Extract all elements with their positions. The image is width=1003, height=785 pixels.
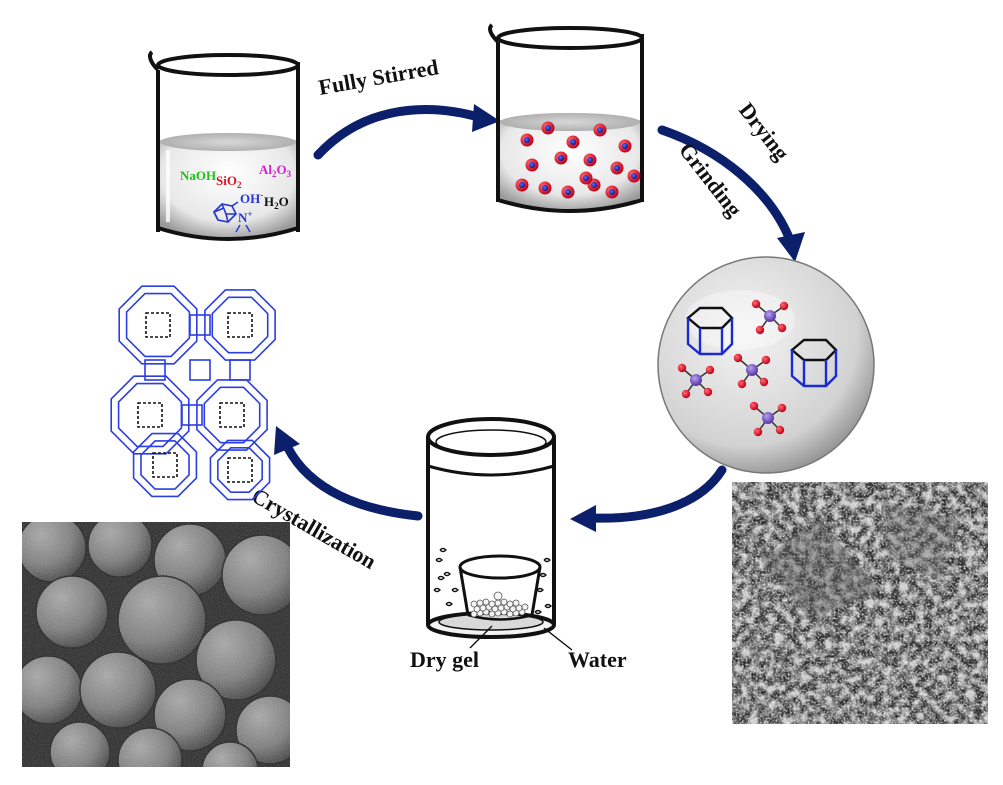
gel-bead [494, 599, 502, 607]
arrow-to-autoclave [587, 465, 727, 523]
autoclave-icon [426, 417, 556, 639]
water-drop [443, 571, 451, 577]
reagent-h2o: H2O [264, 194, 289, 211]
d4r-unit [144, 359, 166, 381]
water-droplets [433, 547, 552, 615]
suspended-particles [515, 121, 641, 199]
reagent-oh: OH- [240, 190, 263, 206]
hexagonal-unit-icon-2 [790, 338, 838, 388]
water-drop [539, 572, 547, 578]
label-drying: Drying [734, 98, 794, 165]
particle [515, 178, 529, 192]
reagent-sio2: SiO2 [216, 173, 242, 190]
gel-bead [500, 598, 508, 606]
dried-gel-dish-icon [657, 256, 875, 474]
reagent-n-plus: N+ [238, 209, 253, 225]
template-molecule-icon [212, 201, 239, 223]
water-drop [445, 601, 453, 607]
gel-bead [512, 599, 520, 607]
tetrahedron [751, 299, 789, 335]
water-drop [544, 603, 552, 609]
reagent-al2o3: Al2O3 [259, 162, 292, 179]
arrow-stirred-head [472, 104, 500, 132]
silicate-tetrahedra [677, 299, 789, 437]
gel-bead [488, 600, 496, 608]
arrow-crystallization [283, 443, 423, 521]
water-drop [437, 575, 445, 581]
water-drop [451, 587, 459, 593]
label-water: Water [568, 647, 627, 672]
particle [593, 123, 607, 137]
gel-bead [482, 598, 490, 606]
water-drop [534, 609, 542, 615]
d4r-unit [189, 314, 211, 336]
gel-bead [521, 603, 529, 611]
gel-bead [493, 591, 503, 601]
particle [554, 151, 568, 165]
water-drop [435, 557, 443, 563]
leader-water [543, 627, 573, 651]
water-drop [439, 547, 447, 553]
particle [538, 181, 552, 195]
particle [605, 185, 619, 199]
particle [627, 169, 641, 183]
particle [520, 133, 534, 147]
reagent-naoh: NaOH [180, 168, 216, 183]
particle [541, 121, 555, 135]
particle [618, 139, 632, 153]
particle [583, 153, 597, 167]
tetrahedron [749, 401, 787, 437]
cage [110, 375, 190, 455]
water-drop [433, 587, 441, 593]
beaker-reagents-icon: NaOH SiO2 Al2O3 OH- H2O N+ [148, 50, 300, 241]
leader-dry-gel [469, 625, 493, 649]
beaker-suspension-icon [488, 23, 644, 213]
particle [610, 161, 624, 175]
arrow-to-autoclave-head [570, 505, 596, 532]
arrow-stirred [313, 105, 487, 160]
arrow-crystallization-head [274, 426, 300, 455]
cage [204, 289, 276, 361]
particle [561, 185, 575, 199]
d4r-unit [229, 359, 251, 381]
cage [118, 285, 198, 365]
dry-gel-particles [470, 591, 529, 618]
tetrahedron [733, 353, 771, 389]
label-fully-stirred: Fully Stirred [317, 54, 441, 100]
particle [525, 158, 539, 172]
gel-bead [476, 599, 484, 607]
gel-bead [470, 600, 478, 608]
gel-bead [506, 600, 514, 608]
zeolite-framework-icon [110, 285, 276, 501]
d4r-unit [181, 404, 203, 426]
arrow-drying [657, 125, 795, 245]
cage [209, 439, 271, 501]
d4r-unit [189, 359, 211, 381]
sem-powder-image [732, 482, 988, 724]
tetrahedron [677, 363, 715, 399]
water-drop [536, 587, 544, 593]
arrow-drying-head [777, 232, 805, 262]
hexagonal-unit-icon [686, 306, 734, 356]
particle [566, 135, 580, 149]
cage [196, 379, 268, 451]
particle [579, 171, 593, 185]
label-dry-gel: Dry gel [410, 647, 479, 672]
water-drop [543, 557, 551, 563]
sem-spheres-image [22, 522, 290, 767]
cage [132, 432, 198, 498]
